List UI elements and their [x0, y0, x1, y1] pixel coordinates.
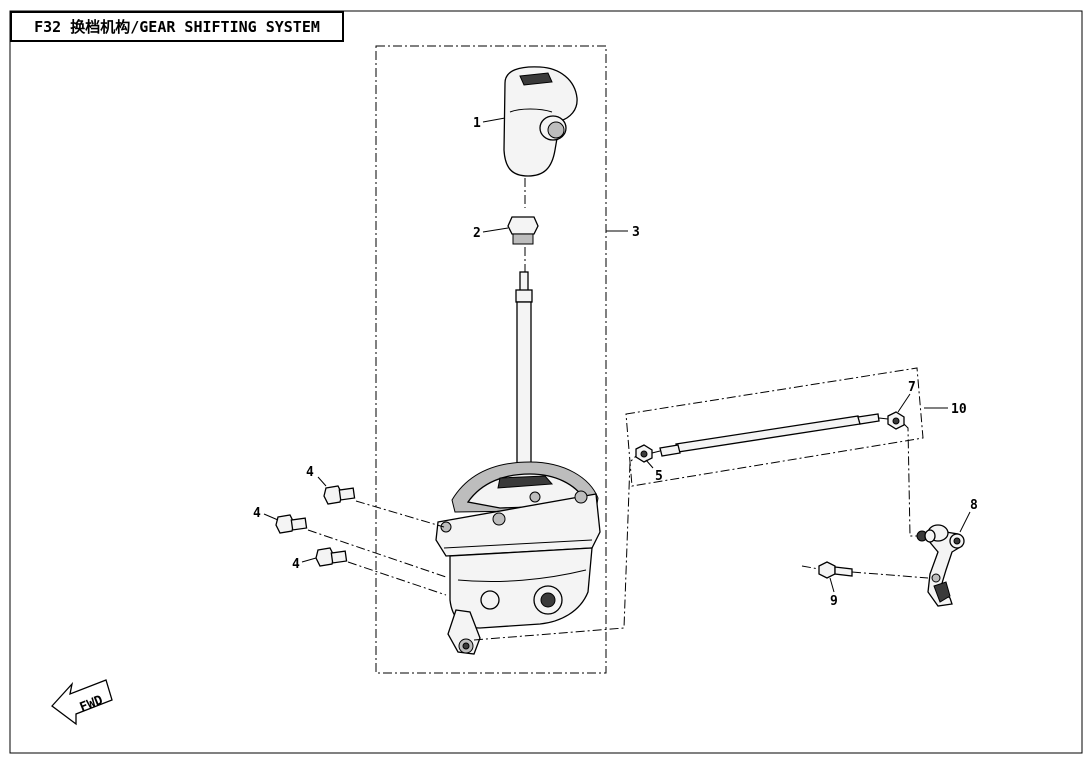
- callout-1: 1: [473, 116, 481, 131]
- bolt-4-bottom: [315, 547, 348, 567]
- callout-10: 10: [951, 402, 967, 417]
- leader-8: [959, 511, 971, 533]
- nut-5: [635, 444, 653, 463]
- callout-8: 8: [970, 498, 978, 513]
- guide-rod-to-arm: [903, 423, 922, 537]
- page-border: [9, 10, 1083, 754]
- callout-5: 5: [655, 469, 663, 484]
- leader-1: [482, 117, 506, 123]
- leader-9: [829, 577, 835, 593]
- leader-2: [482, 227, 509, 233]
- assembly-3-boundary: [375, 45, 607, 674]
- guide-bolt9-left: [801, 565, 820, 570]
- shift-knob: [503, 66, 578, 177]
- guide-bolt9-right: [851, 571, 929, 579]
- callout-4-bottom: 4: [292, 557, 300, 572]
- callout-9: 9: [830, 594, 838, 609]
- callout-3: 3: [632, 225, 640, 240]
- leader-4a: [317, 476, 327, 487]
- shifter-housing: [435, 461, 601, 655]
- lock-nut: [507, 216, 539, 245]
- callout-4-middle: 4: [253, 506, 261, 521]
- title-box: F32 换档机构/GEAR SHIFTING SYSTEM: [10, 11, 344, 42]
- guide-nut7: [878, 417, 889, 420]
- assembly-10-boundary: [625, 367, 924, 487]
- callout-7: 7: [908, 380, 916, 395]
- leader-4c: [301, 557, 317, 563]
- leader-5: [645, 459, 654, 469]
- guide-bolt-bottom: [347, 561, 447, 596]
- shift-link-rod: [659, 413, 880, 457]
- bolt-4-middle: [275, 514, 308, 534]
- leader-7: [897, 393, 911, 413]
- nut-7: [887, 411, 905, 430]
- shift-arm: [916, 524, 965, 607]
- page-title: F32 换档机构/GEAR SHIFTING SYSTEM: [34, 18, 320, 36]
- fwd-arrow-icon: FWD: [51, 679, 113, 726]
- guide-bolt-middle: [307, 529, 447, 578]
- bolt-9: [818, 561, 853, 579]
- shift-lever-rod: [515, 271, 533, 481]
- callout-2: 2: [473, 226, 481, 241]
- guide-nut5: [651, 450, 661, 454]
- guide-housing-to-rod: [473, 455, 637, 641]
- leader-4b: [263, 513, 279, 521]
- callout-4-top: 4: [306, 465, 314, 480]
- guide-bolt-top: [355, 500, 445, 528]
- bolt-4-top: [323, 485, 356, 505]
